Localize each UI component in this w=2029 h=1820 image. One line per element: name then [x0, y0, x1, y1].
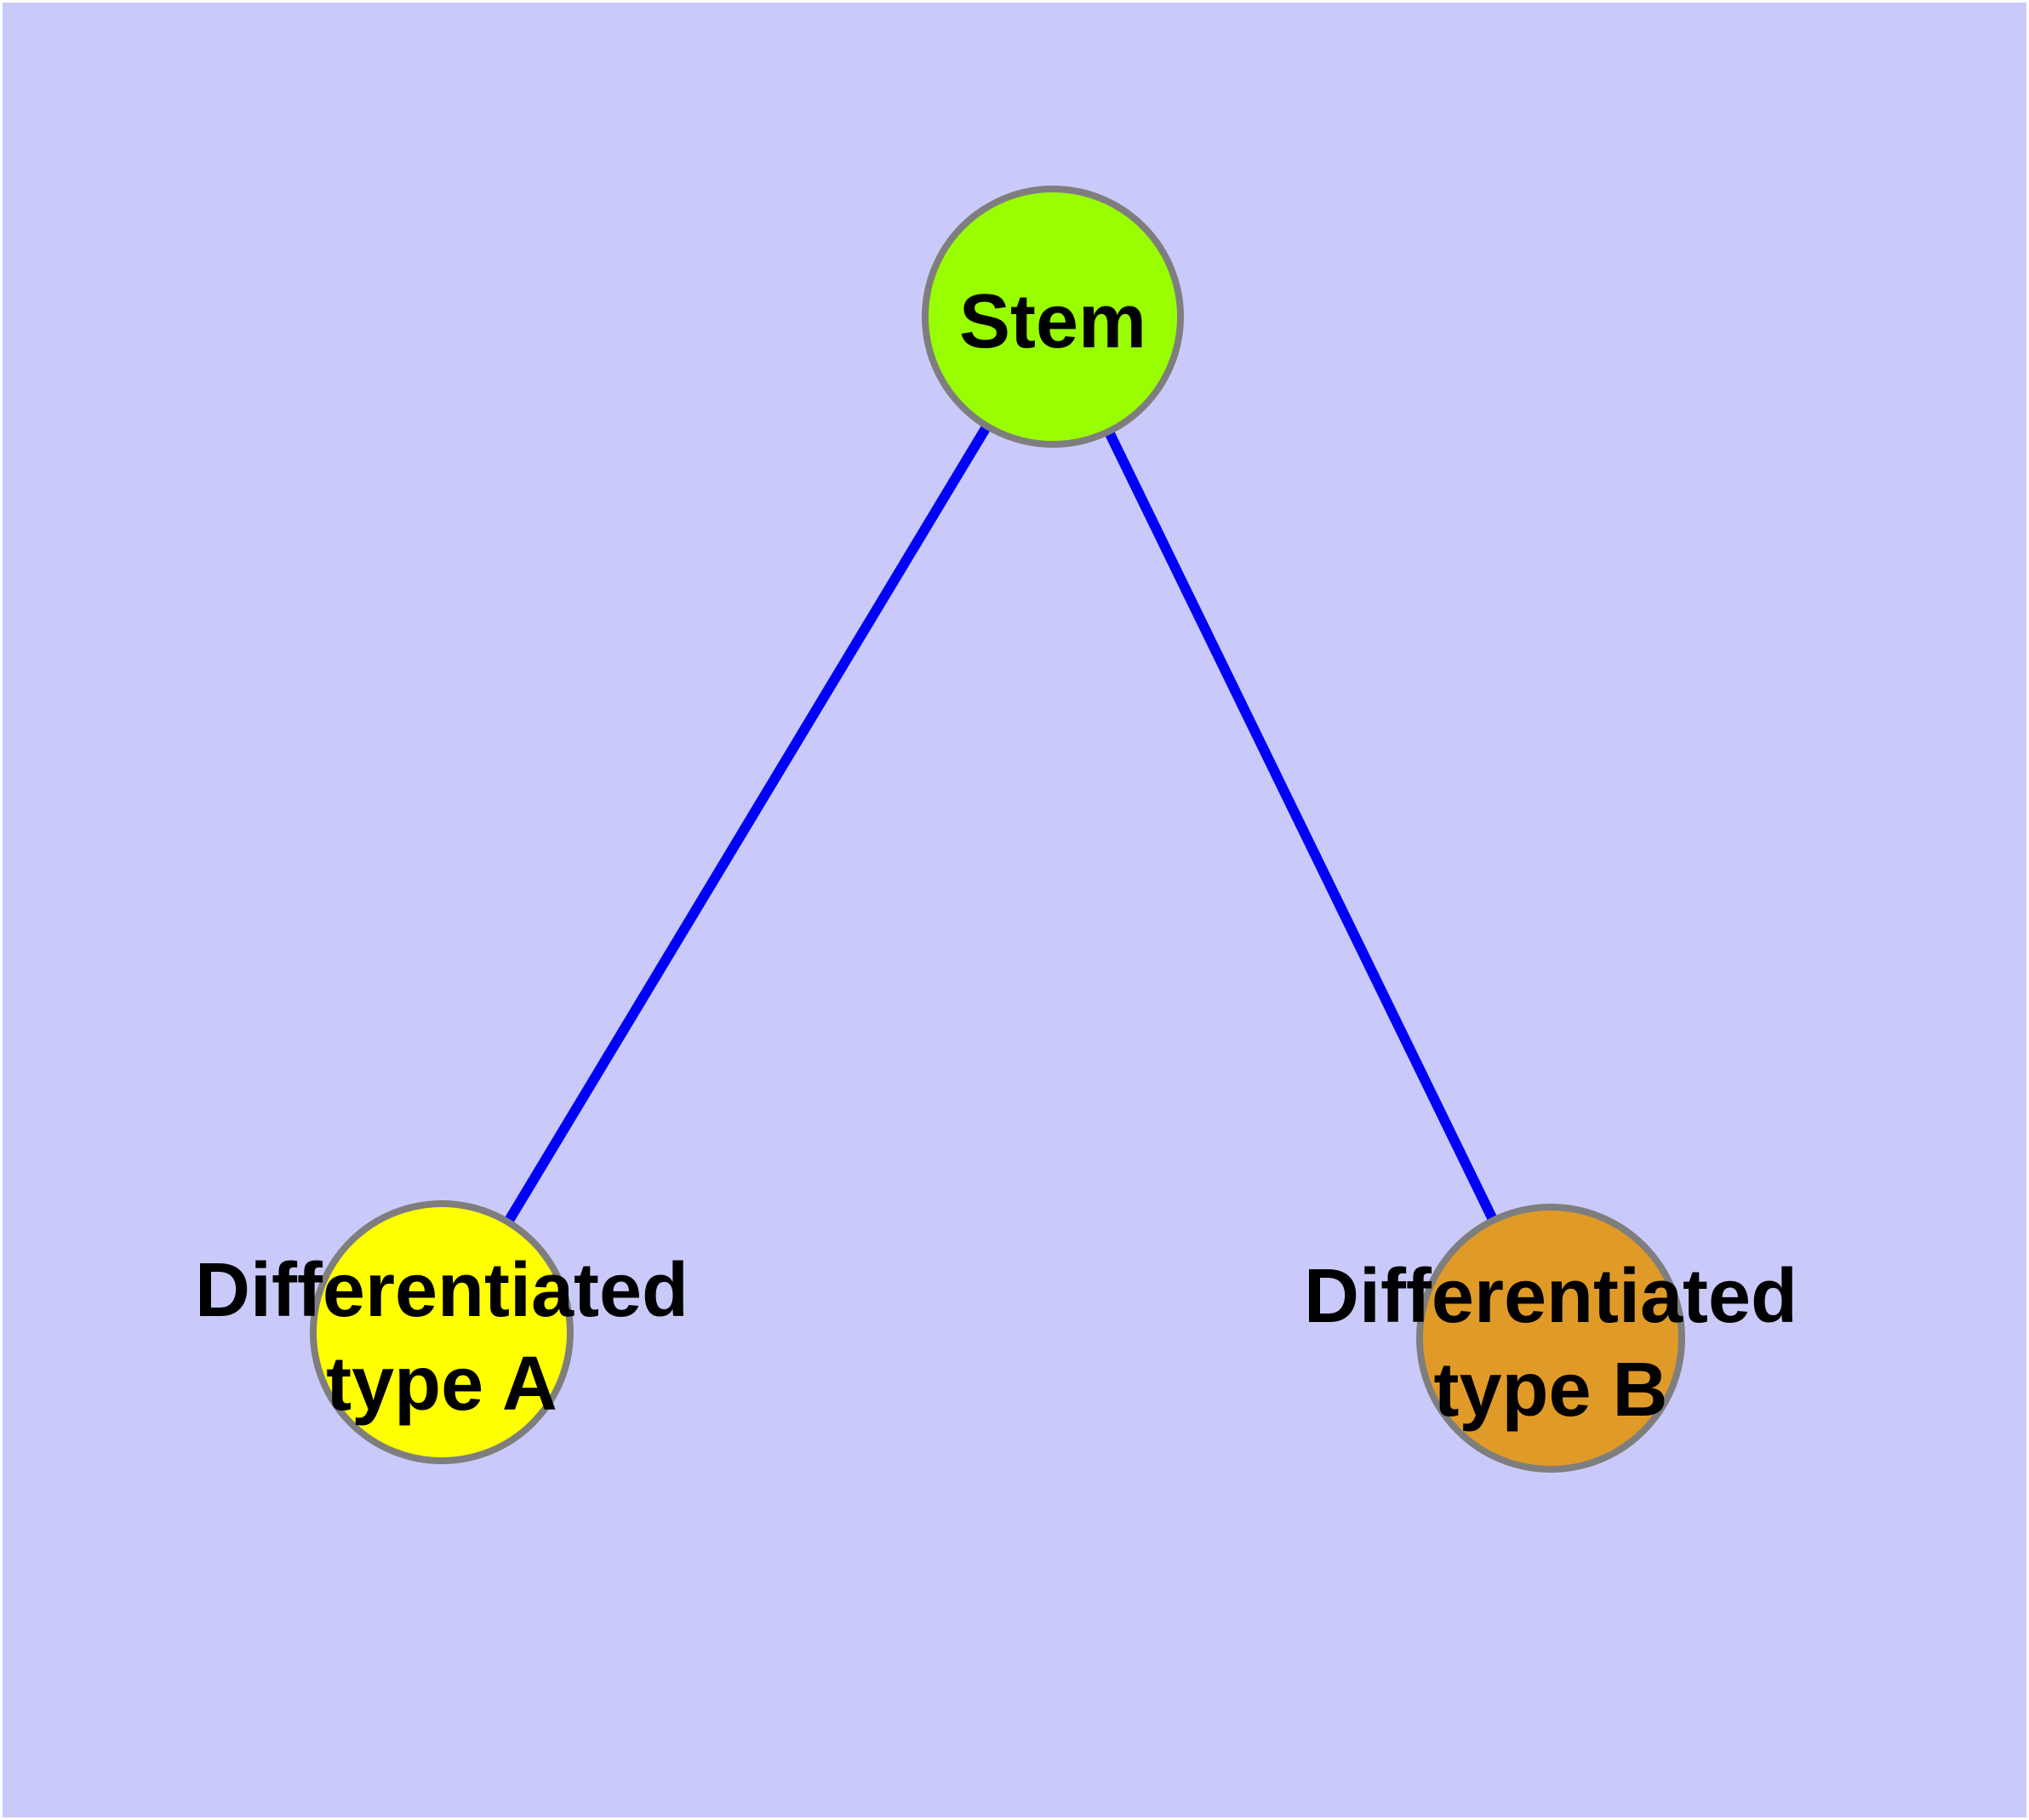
edge-stem-to-differentiated-type-a	[437, 313, 1058, 1336]
node-label-line: Differentiated	[195, 1248, 689, 1333]
edges-layer	[437, 313, 1556, 1341]
node-label-line: Stem	[959, 279, 1146, 364]
node-circle-stem	[922, 186, 1184, 448]
node-label-line: type B	[1433, 1348, 1667, 1433]
edge-stem-to-differentiated-type-b	[1048, 314, 1556, 1341]
node-label-line: Differentiated	[1304, 1254, 1798, 1339]
node-label-stem: Stem	[959, 279, 1146, 364]
node-label-line: type A	[326, 1342, 557, 1427]
node-stem: Stem	[922, 186, 1184, 448]
node-differentiated-type-a: Differentiated type A	[195, 1200, 689, 1464]
node-label-differentiated-type-a: Differentiated type A	[195, 1248, 689, 1427]
node-label-differentiated-type-b: Differentiated type B	[1304, 1254, 1798, 1433]
node-circle-differentiated-type-a	[310, 1200, 574, 1464]
node-circle-differentiated-type-b	[1416, 1204, 1685, 1473]
node-differentiated-type-b: Differentiated type B	[1304, 1204, 1798, 1473]
